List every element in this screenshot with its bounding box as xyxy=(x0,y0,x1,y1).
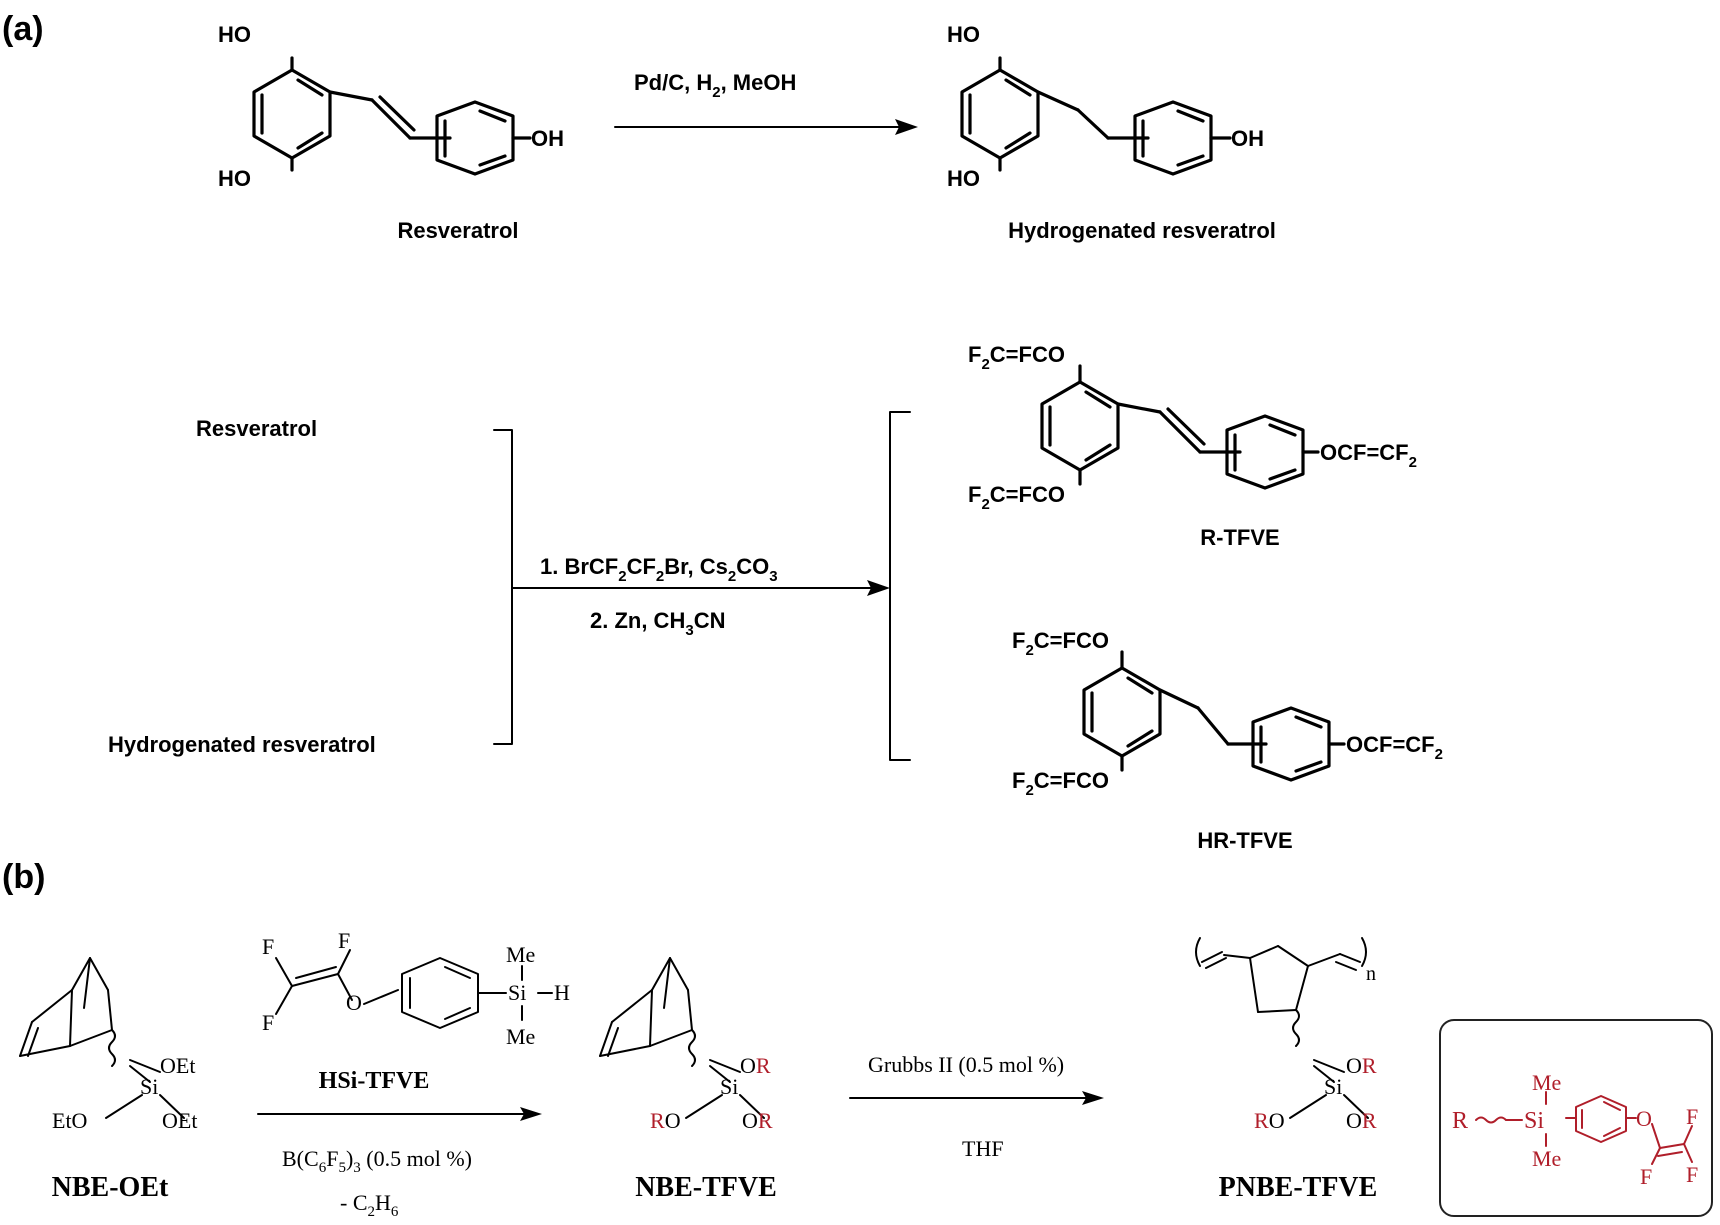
pnbe-tfve-structure xyxy=(1195,937,1369,1119)
r-tfve-vinyl-top: F2C=FCO xyxy=(968,342,1065,373)
nbe-tfve-si: Si xyxy=(720,1074,738,1099)
pnbe-n: n xyxy=(1366,963,1376,985)
hydrogenated-name: Hydrogenated resveratrol xyxy=(1008,218,1276,243)
panel-b-label: (b) xyxy=(2,858,45,896)
nbe-oet-name: NBE-OEt xyxy=(52,1172,169,1203)
resveratrol-ho-top: HO xyxy=(218,22,251,47)
cond1-catalyst: B(C6F5)3 (0.5 mol %) xyxy=(282,1146,472,1176)
r-tfve-vinyl-bottom: F2C=FCO xyxy=(968,482,1065,513)
product-bracket xyxy=(889,411,911,761)
start-resveratrol: Resveratrol xyxy=(196,416,317,441)
resveratrol-oh: OH xyxy=(531,126,564,151)
r-tfve-structure xyxy=(1040,364,1320,490)
r-def-si: Si xyxy=(1524,1108,1544,1134)
nbe-oet-structure xyxy=(19,957,185,1119)
step2-conditions: 2. Zn, CH3CN xyxy=(590,608,725,639)
r-def-f-top: F xyxy=(1686,1104,1698,1129)
r-def-f-bottom: F xyxy=(1640,1164,1652,1189)
nbe-oet-oet-right: OEt xyxy=(162,1108,197,1133)
hsi-o: O xyxy=(346,990,362,1015)
r-def-me-top: Me xyxy=(1532,1070,1561,1095)
r-def-me-bottom: Me xyxy=(1532,1146,1561,1171)
hydrogenated-ho-top: HO xyxy=(947,22,980,47)
hsi-f-top-right: F xyxy=(338,928,350,953)
hydrogenated-oh: OH xyxy=(1231,126,1264,151)
hr-tfve-structure xyxy=(1082,650,1346,782)
pnbe-si: Si xyxy=(1324,1074,1342,1099)
nbe-tfve-ro: RO xyxy=(650,1108,681,1133)
hsi-me-top: Me xyxy=(506,942,535,967)
resveratrol-ho-bottom: HO xyxy=(218,166,251,191)
hsi-tfve-name: HSi-TFVE xyxy=(319,1068,430,1094)
r-tfve-name: R-TFVE xyxy=(1200,525,1279,550)
hsi-me-bottom: Me xyxy=(506,1024,535,1049)
r-definition-box xyxy=(1439,1019,1713,1217)
hsi-si: Si xyxy=(508,980,526,1005)
nbe-tfve-structure xyxy=(599,957,765,1119)
cond2-top: Grubbs II (0.5 mol %) xyxy=(868,1052,1064,1077)
hr-tfve-vinyl-right: OCF=CF2 xyxy=(1346,732,1443,763)
resveratrol-name: Resveratrol xyxy=(397,218,518,243)
pnbe-or-top: OR xyxy=(1346,1053,1377,1078)
pnbe-tfve-name: PNBE-TFVE xyxy=(1219,1172,1378,1203)
r-def-f-right: F xyxy=(1686,1162,1698,1187)
nbe-tfve-or-right: OR xyxy=(742,1108,773,1133)
nbe-oet-eto: EtO xyxy=(52,1108,87,1133)
cond2-bottom: THF xyxy=(962,1136,1004,1161)
nbe-oet-si: Si xyxy=(140,1074,158,1099)
pnbe-ro: RO xyxy=(1254,1108,1285,1133)
hr-tfve-vinyl-top: F2C=FCO xyxy=(1012,628,1109,659)
cond1-byproduct: - C2H6 xyxy=(340,1190,399,1220)
resveratrol-structure xyxy=(252,56,532,176)
r-def-r: R xyxy=(1452,1108,1468,1134)
step1-conditions: 1. BrCF2CF2Br, Cs2CO3 xyxy=(540,554,778,585)
hsi-f-top-left: F xyxy=(262,934,274,959)
hydrogenated-ho-bottom: HO xyxy=(947,166,980,191)
nbe-tfve-or-top: OR xyxy=(740,1053,771,1078)
r-def-o: O xyxy=(1636,1106,1652,1131)
hsi-tfve-structure xyxy=(275,949,553,1029)
nbe-oet-oet-top: OEt xyxy=(160,1053,195,1078)
hsi-f-bottom: F xyxy=(262,1010,274,1035)
panel-a-label: (a) xyxy=(2,10,44,48)
hr-tfve-vinyl-bottom: F2C=FCO xyxy=(1012,768,1109,799)
hydrogenated-resveratrol-structure xyxy=(960,56,1232,176)
start-hydrogenated: Hydrogenated resveratrol xyxy=(108,732,376,757)
hsi-h: H xyxy=(554,980,570,1005)
r-tfve-vinyl-right: OCF=CF2 xyxy=(1320,440,1417,471)
start-bracket xyxy=(493,429,513,745)
hydrogenation-conditions: Pd/C, H2, MeOH xyxy=(634,70,796,101)
nbe-tfve-name: NBE-TFVE xyxy=(635,1172,777,1203)
pnbe-or-right: OR xyxy=(1346,1108,1377,1133)
hr-tfve-name: HR-TFVE xyxy=(1197,828,1292,853)
